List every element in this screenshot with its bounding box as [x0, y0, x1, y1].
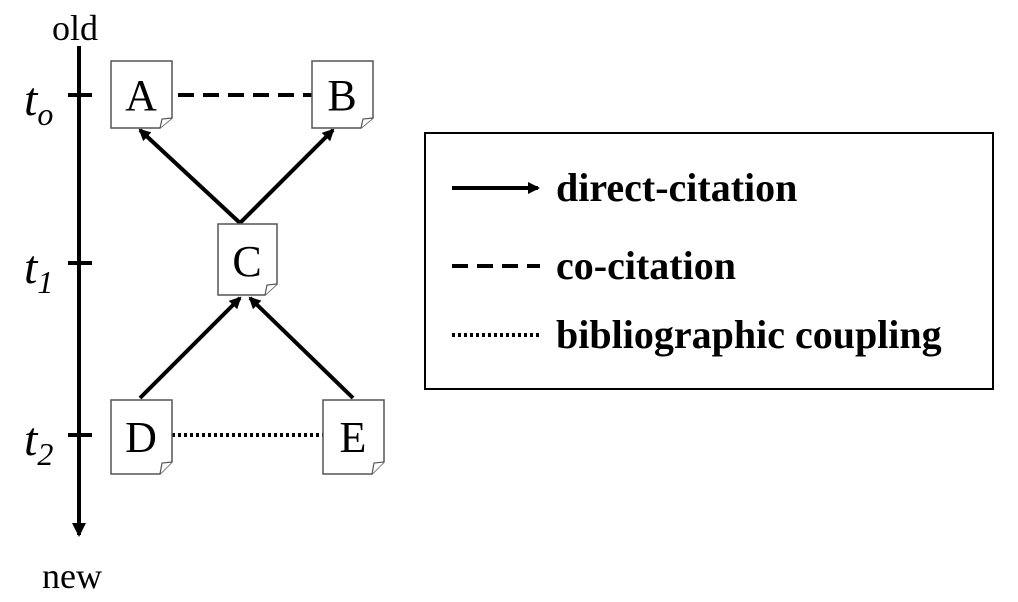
legend-coupling-label: bibliographic coupling [556, 312, 942, 357]
tick-label-t0: to [24, 73, 53, 132]
node-b: B [311, 60, 374, 129]
timeline-new-label: new [42, 556, 102, 596]
node-e-label: E [340, 413, 367, 462]
legend-box [424, 132, 994, 390]
tick-label-t1: t1 [24, 241, 53, 300]
legend-direct-label: direct-citation [556, 165, 797, 210]
node-d-label: D [125, 413, 157, 462]
citation-edge-c-b [238, 128, 335, 225]
legend-cocitation-label: co-citation [556, 243, 736, 288]
node-a: A [110, 60, 173, 129]
node-d: D [110, 399, 173, 475]
citation-edge-c-a [138, 128, 242, 225]
relations [138, 93, 355, 437]
timeline-old-label: old [52, 8, 98, 48]
node-c: C [217, 223, 278, 296]
citation-edge-e-c [248, 296, 355, 400]
citation-edge-d-c [138, 296, 242, 400]
legend: direct-citation co-citation bibliographi… [424, 132, 994, 390]
node-e: E [322, 399, 385, 475]
tick-label-t2: t2 [24, 413, 53, 472]
node-c-label: C [232, 237, 261, 286]
node-b-label: B [327, 71, 356, 120]
timeline: old new to t1 t2 [24, 8, 102, 596]
node-a-label: A [125, 71, 157, 120]
